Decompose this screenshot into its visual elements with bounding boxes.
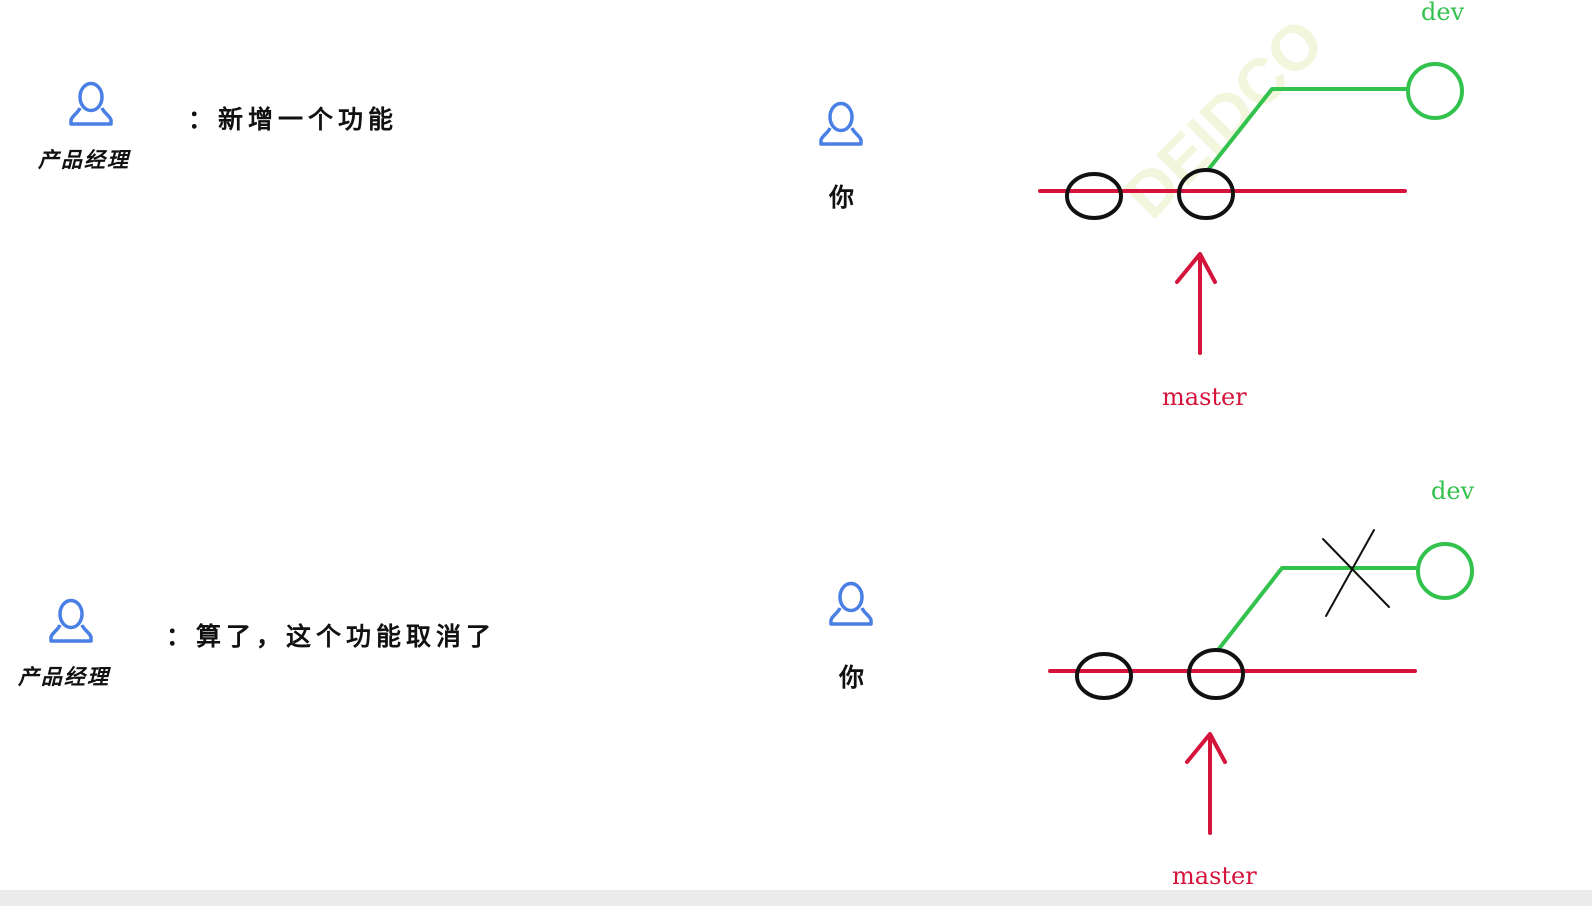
- master-pointer-arrowhead: [1175, 252, 1217, 284]
- product-manager-label: 产品经理: [38, 147, 130, 172]
- scene-2: 产品经理 ：算了，这个功能取消了 你 dev master: [0, 450, 1592, 890]
- bottom-strip: [0, 890, 1592, 906]
- scene-1: 产品经理 ：新增一个功能 你 dev master: [0, 0, 1592, 450]
- product-manager-icon: [46, 597, 96, 645]
- master-branch-label: master: [1172, 862, 1257, 890]
- product-manager-label: 产品经理: [18, 664, 110, 689]
- dev-branch-line: [1216, 566, 1420, 652]
- dev-branch-label: dev: [1431, 477, 1475, 505]
- pm-speech-text: ：算了，这个功能取消了: [166, 622, 497, 651]
- branch-diagram: [0, 450, 1592, 890]
- dev-branch-label: dev: [1421, 0, 1465, 26]
- person-outline-icon: [819, 101, 863, 146]
- dev-commit: [1406, 62, 1464, 120]
- master-commit-1: [1065, 172, 1123, 220]
- branch-diagram: [0, 0, 1592, 450]
- person-outline-icon: [69, 81, 113, 126]
- person-outline-icon: [829, 581, 873, 626]
- pm-speech-text: ：新增一个功能: [188, 105, 399, 134]
- cancel-cross-mark-stroke-2: [1325, 529, 1375, 617]
- cancel-cross-mark-stroke-1: [1322, 538, 1390, 608]
- master-commit-1: [1075, 652, 1133, 700]
- master-commit-2: [1187, 648, 1245, 700]
- dev-branch-line: [1206, 87, 1410, 172]
- product-manager-icon: [66, 80, 116, 128]
- you-label: 你: [839, 663, 865, 692]
- master-branch-label: master: [1162, 383, 1247, 411]
- you-label: 你: [829, 183, 855, 212]
- master-pointer-arrowhead: [1185, 732, 1227, 764]
- you-icon: [816, 100, 866, 148]
- you-icon: [826, 580, 876, 628]
- person-outline-icon: [49, 598, 93, 643]
- dev-commit: [1416, 542, 1474, 600]
- master-commit-2: [1177, 168, 1235, 220]
